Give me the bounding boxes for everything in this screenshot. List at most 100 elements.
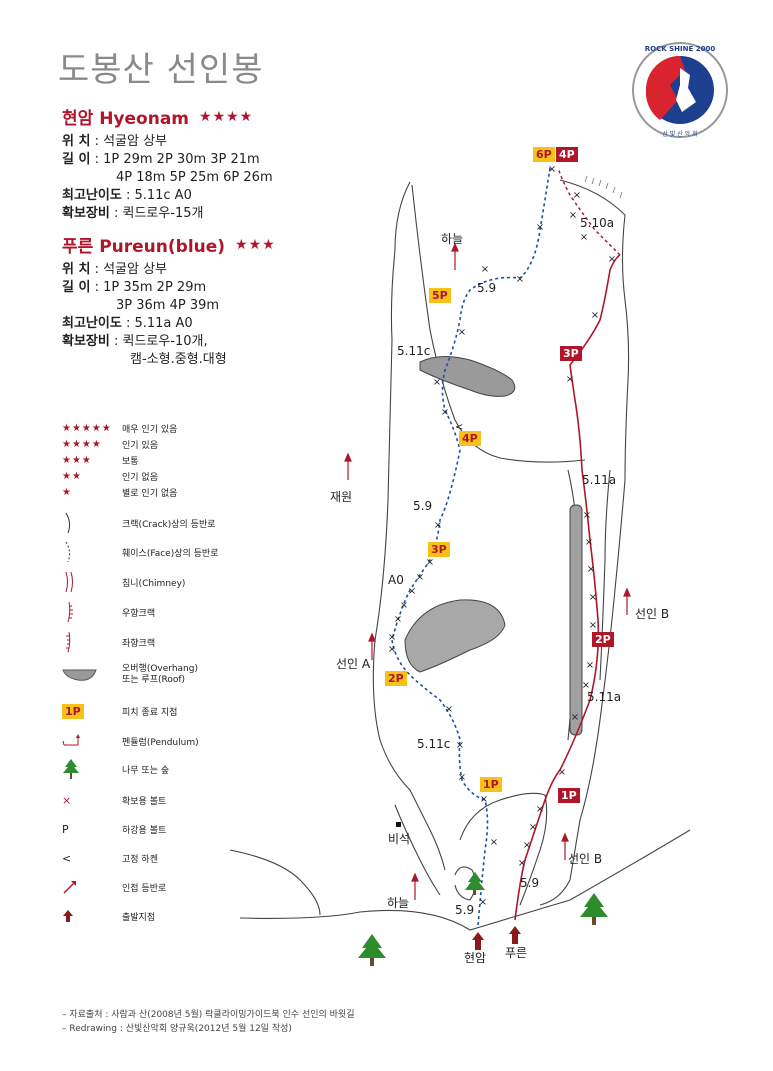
- route-name: 푸른 Pureun(blue): [62, 237, 226, 257]
- location-value: : 석굴암 상부: [90, 262, 168, 277]
- bolt-icon: ×: [62, 793, 72, 807]
- gear-value: : 퀵드로우-10개,: [109, 334, 208, 349]
- grade-label: 5.9: [477, 281, 497, 295]
- legend-label: 출발지점: [122, 912, 156, 923]
- base-line: [239, 829, 691, 931]
- location-label: 위 치: [62, 262, 91, 277]
- rappel-bolt-icon: P: [62, 822, 69, 836]
- logo-subtext: 산 빛 산 악 회: [662, 130, 697, 138]
- start-label-hyeonam: 현암: [464, 951, 487, 965]
- overhang-upper: [419, 356, 516, 397]
- bolt-marker: ×: [536, 222, 544, 233]
- neighbor-route-label: 선인 A: [336, 657, 371, 671]
- bolt-marker: ×: [591, 310, 599, 321]
- grade-value: : 5.11c A0: [121, 188, 192, 203]
- grade-label: 5.11c: [397, 344, 431, 358]
- start-point-icon: [472, 932, 484, 950]
- bolt-marker: ×: [523, 840, 531, 851]
- pitch-marker-hyeonam-3: 3P: [428, 542, 450, 557]
- legend-label: 인접 등반로: [122, 883, 167, 894]
- route-info-hyeonam: 현암 Hyeonam ★★★★ 위 치 : 석굴암 상부 길 이 : 1P 29…: [62, 104, 273, 223]
- rock-outline-inner-left: [411, 184, 586, 463]
- bolt-marker: ×: [585, 537, 593, 548]
- tree-icon: [580, 893, 608, 925]
- grade-label: 5.11a: [582, 473, 617, 487]
- legend-label: 인기 있음: [122, 440, 158, 451]
- bolt-marker: ×: [426, 557, 434, 568]
- location-label: 위 치: [62, 134, 91, 149]
- tree-icon: [465, 872, 485, 895]
- pitch-box-icon: 1P: [62, 703, 84, 719]
- left-crack-icon: [66, 631, 71, 653]
- legend-label: 크랙(Crack)상의 등반로: [122, 519, 216, 530]
- rock-outline-left: [372, 181, 446, 871]
- chimney-icon: [65, 571, 73, 593]
- three-stars-icon: ★★★: [62, 454, 92, 466]
- bolt-marker: ×: [589, 592, 597, 603]
- neighbor-route-label: 선인 B: [635, 607, 670, 621]
- legend-label: 하강용 볼트: [122, 825, 167, 836]
- length-label: 길 이: [62, 152, 91, 167]
- rock-outline-right: [539, 214, 630, 906]
- legend-label: 좌향크랙: [122, 638, 156, 649]
- five-stars-icon: ★★★★★: [62, 422, 112, 434]
- fixed-hanger-icon: <: [62, 851, 72, 865]
- bolt-marker: ×: [416, 572, 424, 583]
- legend-label: 인기 없음: [122, 472, 158, 483]
- bolt-marker: ×: [456, 740, 464, 751]
- grade-label: 5.10a: [580, 216, 615, 230]
- route-info-pureun: 푸른 Pureun(blue) ★★★ 위 치 : 석굴암 상부 길 이 : 1…: [62, 232, 276, 369]
- pitch-marker-hyeonam-2: 2P: [385, 671, 407, 686]
- bolt-marker: ×: [458, 327, 466, 338]
- neighbor-route-label: 선인 B: [568, 852, 603, 866]
- bolt-marker: ×: [558, 767, 566, 778]
- bolt-marker: ×: [582, 680, 590, 691]
- grade-value: : 5.11a A0: [121, 316, 193, 331]
- grade-label: 5.9: [413, 499, 433, 513]
- bolt-marker: ×: [566, 374, 574, 385]
- face-dotted-icon: [65, 541, 71, 563]
- four-stars-icon: ★★★★: [62, 438, 102, 450]
- pitch-marker-hyeonam-1: 1P: [480, 777, 502, 792]
- bolt-marker: ×: [586, 660, 594, 671]
- tree-icon: [63, 759, 79, 779]
- length-value-2: 3P 36m 4P 39m: [116, 298, 220, 313]
- logo-text: ROCK SHINE 2000: [645, 45, 716, 53]
- biseok-label: 비석: [388, 832, 411, 846]
- bolt-marker: ×: [433, 377, 441, 388]
- pitch-marker-pureun-3: 3P: [560, 346, 582, 361]
- bolt-marker: ×: [516, 274, 524, 285]
- lower-left-block: [394, 804, 441, 896]
- route-name: 현암 Hyeonam: [62, 109, 190, 129]
- legend-label: 침니(Chimney): [122, 578, 186, 589]
- fixed-hanger-icon: <: [455, 422, 463, 433]
- pendulum-icon: [62, 734, 80, 746]
- route-pureun: [514, 254, 621, 921]
- route-stars: ★★★★: [199, 108, 254, 125]
- legend-label: 별로 인기 없음: [122, 488, 178, 499]
- legend-label: 피치 종료 지점: [122, 707, 178, 718]
- overhang-icon: [62, 669, 97, 681]
- bolt-marker: ×: [388, 632, 396, 643]
- bolt-marker: ×: [394, 614, 402, 625]
- neighbor-route-label: 재원: [330, 490, 353, 504]
- location-value: : 석굴암 상부: [90, 134, 168, 149]
- legend-label: 훼이스(Face)상의 등반로: [122, 548, 219, 559]
- tree-icon: [358, 934, 386, 966]
- route-pureun-upper: [557, 167, 621, 256]
- gear-value-2: 캠-소형.중형.대형: [130, 352, 227, 367]
- legend-label: 펜듈럼(Pendulum): [122, 737, 199, 748]
- bolt-marker: ×: [608, 254, 616, 265]
- legend-label: 나무 또는 숲: [122, 765, 170, 776]
- legend-label: 보통: [122, 456, 139, 467]
- gear-label: 확보장비: [62, 206, 110, 221]
- length-value: : 1P 35m 2P 29m: [90, 280, 207, 295]
- pitch-marker-pureun-1: 1P: [558, 788, 580, 803]
- bolt-marker: ×: [434, 520, 442, 531]
- bolt-marker: ×: [536, 804, 544, 815]
- bolt-marker: ×: [529, 822, 537, 833]
- neighbor-route-label: 하늘: [441, 232, 464, 246]
- crack-line-icon: [65, 512, 71, 534]
- bolt-marker: ×: [445, 704, 453, 715]
